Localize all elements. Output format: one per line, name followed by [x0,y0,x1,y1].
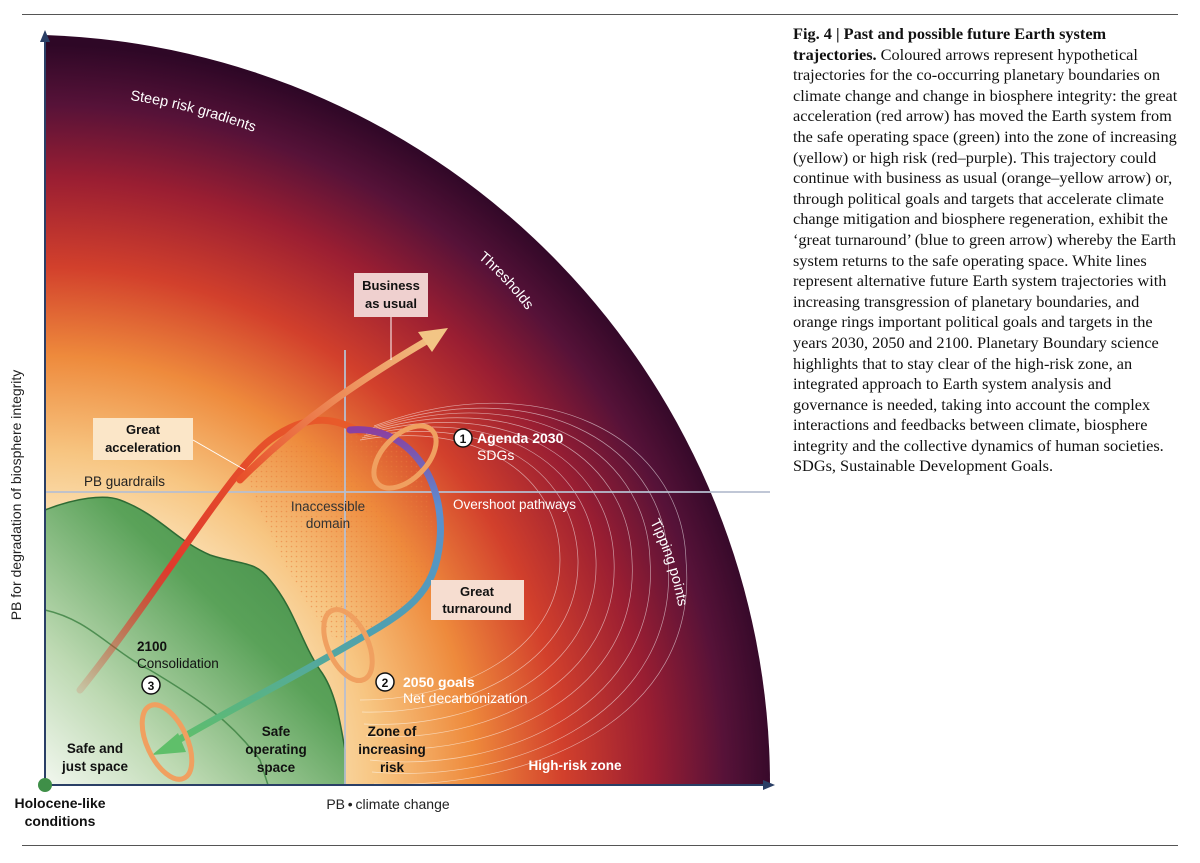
2050-goals-ring [321,607,375,683]
safe-operating-space [45,497,345,785]
y-axis-arrowhead [40,30,50,42]
safe-operating-space-text-3: space [257,760,296,775]
safe-just-space-text-2: just space [61,759,129,774]
safe-operating-space-text-2: operating [245,742,307,757]
great-turnaround-box [431,580,524,620]
business-as-usual-arrowhead [418,328,448,352]
safe-operating-space-edge [44,496,346,785]
x-axis-label: PB • climate change [326,796,450,812]
great-turnaround-text-2: turnaround [442,601,511,616]
agenda-2030-number: 1 [460,432,467,446]
origin-label-line-1: Holocene-like [14,795,105,811]
2050-goals-subtitle: Net decarbonization [403,690,528,706]
2050-goals-number: 2 [382,676,389,690]
overshoot-pathways-label: Overshoot pathways [453,497,576,512]
great-acceleration-text-2: acceleration [105,440,181,455]
business-as-usual-box [354,273,428,317]
business-as-usual-text-2: as usual [365,296,417,311]
top-rule [22,14,1178,15]
2100-title: 2100 [137,639,167,654]
2100-number-badge [141,675,161,695]
x-axis-arrowhead [763,780,775,790]
safe-operating-space-text-1: Safe [262,724,291,739]
great-acceleration-text-1: Great [126,422,161,437]
business-as-usual-arrow [236,336,432,484]
great-turnaround-arrow [171,426,444,746]
y-axis-label: PB for degradation of biosphere integrit… [8,370,24,621]
agenda-2030-title: Agenda 2030 [477,430,564,446]
zone-increasing-risk-text-2: increasing [358,742,426,757]
origin-label-line-2: conditions [25,813,96,829]
2100-ring [139,702,195,782]
high-risk-zone-label: High-risk zone [528,758,622,773]
great-acceleration-leader-line [192,439,246,471]
figure-caption: Fig. 4 | Past and possible future Earth … [793,24,1185,477]
bottom-rule [22,845,1178,846]
holocene-origin-marker [38,778,52,792]
safe-just-space-text-1: Safe and [67,741,123,756]
business-as-usual-text-1: Business [362,278,420,293]
figure-label: Fig. 4 | [793,24,844,43]
inaccessible-domain-text-2: domain [306,516,350,531]
great-turnaround-text-1: Great [460,584,495,599]
figure-caption-body: Coloured arrows represent hypothetical t… [793,44,1178,476]
great-acceleration-box [93,418,193,460]
agenda-2030-subtitle: SDGs [477,447,514,463]
2100-number: 3 [148,679,155,693]
agenda-2030-number-badge [453,428,473,448]
2050-goals-title: 2050 goals [403,674,475,690]
2100-subtitle: Consolidation [137,656,219,671]
great-acceleration-arrow [76,416,364,694]
agenda-2030-ring [371,423,439,491]
zone-increasing-risk-text-1: Zone of [368,724,417,739]
2050-goals-number-badge [375,672,395,692]
pb-guardrails-label: PB guardrails [84,474,165,489]
zone-increasing-risk-text-3: risk [380,760,405,775]
great-turnaround-arrowhead [152,733,186,755]
inaccessible-domain-text-1: Inaccessible [291,499,365,514]
safe-just-space-boundary [44,609,269,786]
earth-system-trajectory-diagram: Steep risk gradients Thresholds Tipping … [8,30,775,829]
figure-title: Past and possible future Earth system tr… [793,24,1107,64]
